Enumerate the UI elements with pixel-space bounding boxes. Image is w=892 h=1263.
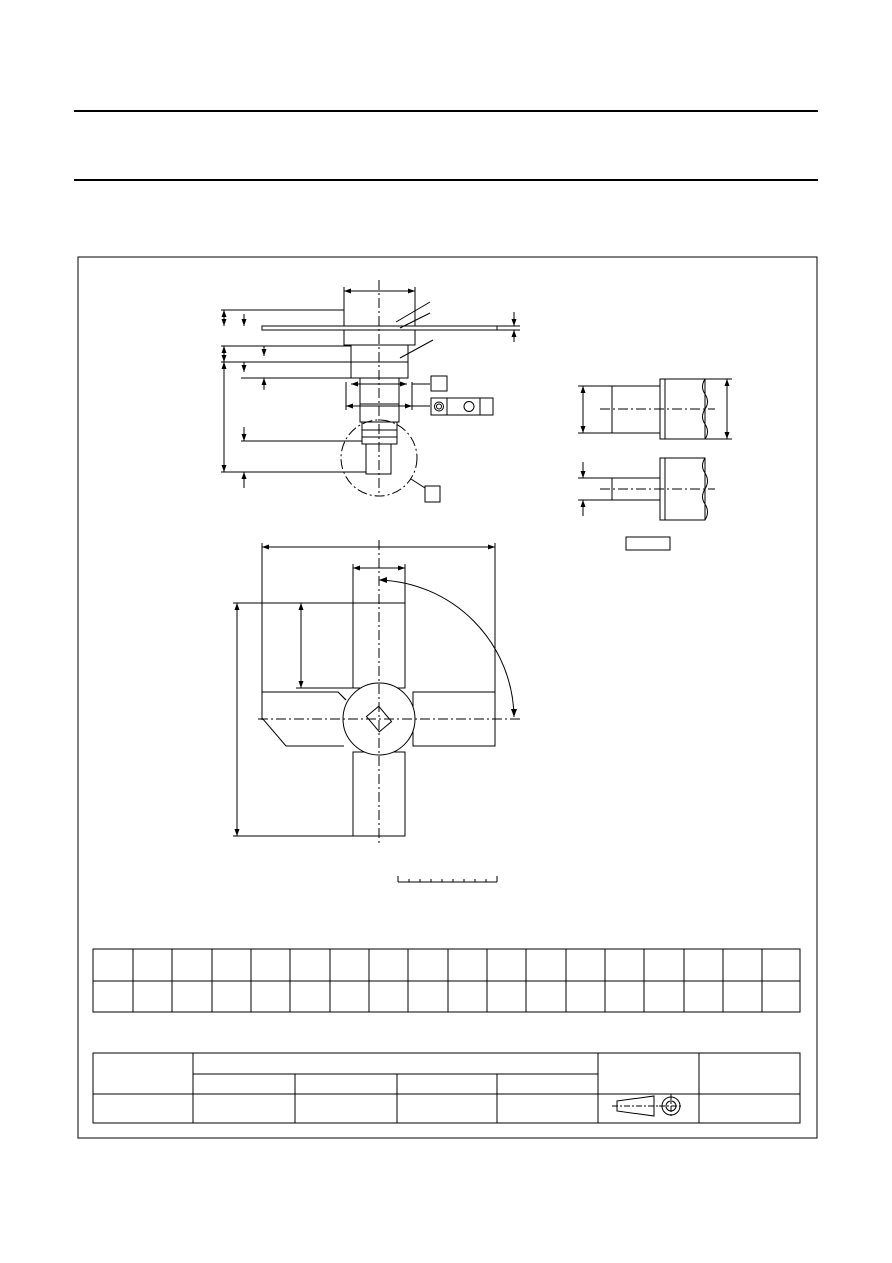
outline-version-table bbox=[93, 1053, 800, 1123]
header-rule-top bbox=[74, 110, 818, 112]
feature-control-frame bbox=[431, 398, 493, 415]
top-view bbox=[233, 540, 520, 845]
header-rule-bottom bbox=[74, 179, 818, 181]
drawing-frame bbox=[78, 257, 817, 1138]
detail-views bbox=[578, 379, 732, 550]
datum-box-a bbox=[431, 376, 447, 391]
detail-circle bbox=[341, 420, 417, 496]
detail-label-box-right bbox=[626, 537, 670, 550]
first-angle-projection-icon bbox=[612, 1094, 683, 1118]
detail-label-box bbox=[425, 486, 440, 502]
side-view bbox=[221, 280, 520, 502]
scale-bar bbox=[398, 876, 497, 882]
dimension-table bbox=[93, 949, 800, 1012]
